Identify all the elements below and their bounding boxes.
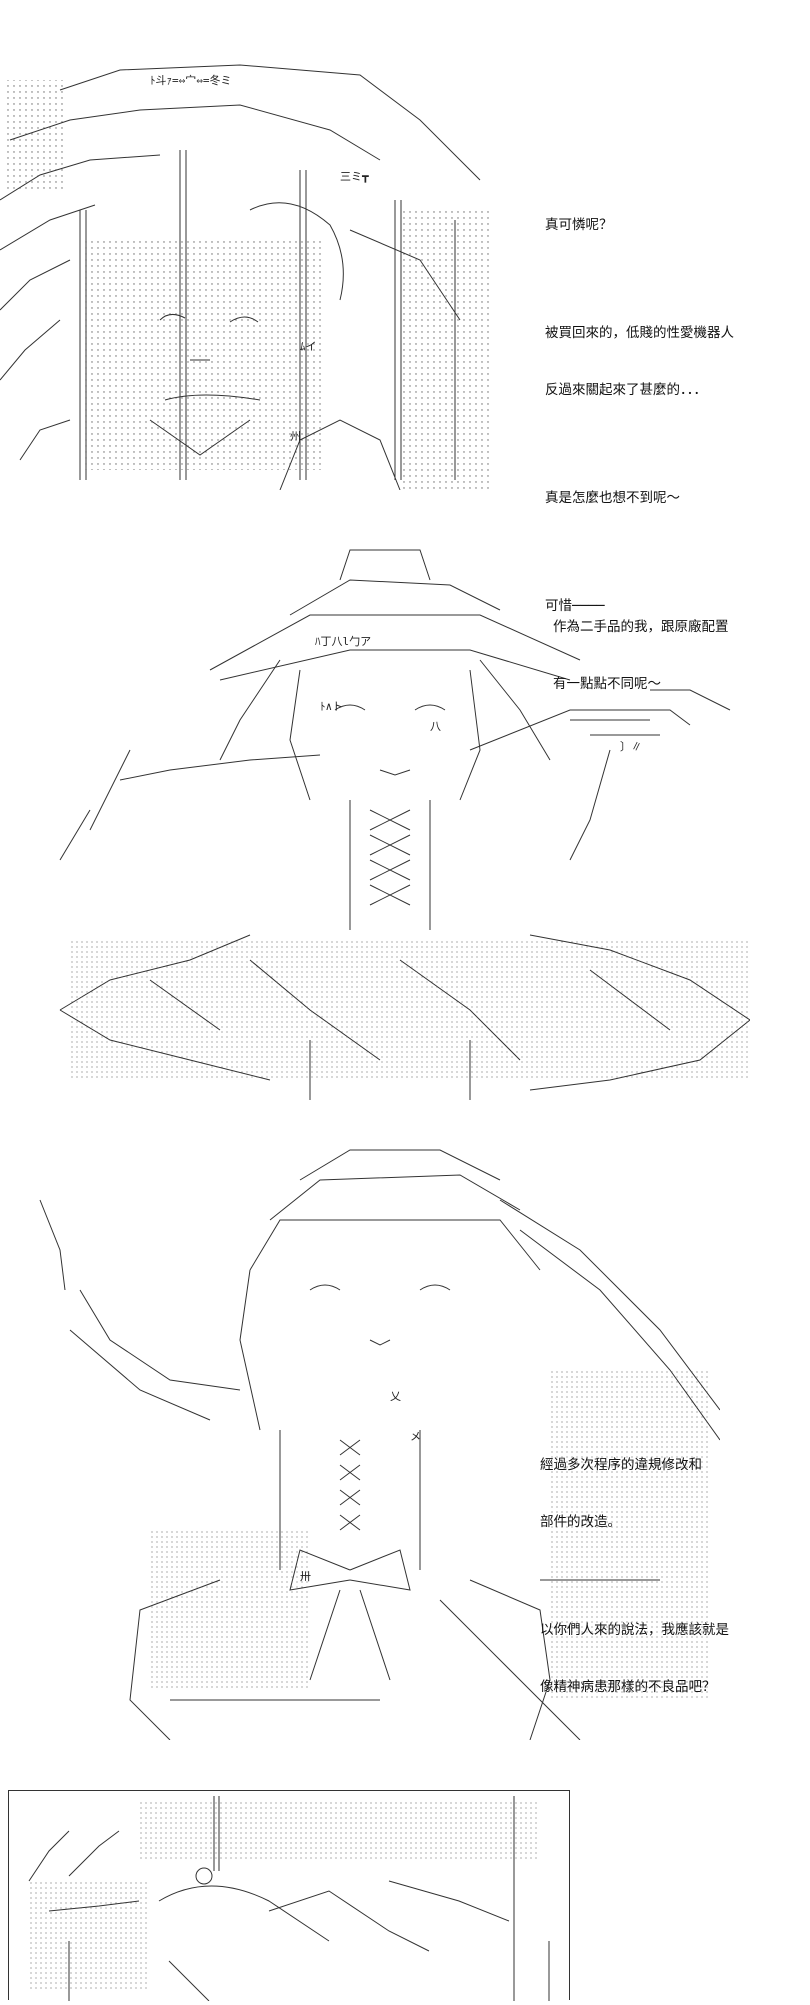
dotted-shading bbox=[29, 1881, 149, 1991]
caption-line: 以你們人來的說法，我應該就是 bbox=[540, 1622, 729, 1638]
caption-line: 部件的改造。 bbox=[540, 1514, 621, 1530]
caption-line: 被買回來的，低賤的性愛機器人 bbox=[545, 325, 734, 341]
framed-scene-lines bbox=[28, 1796, 550, 2002]
skirt-ruffles bbox=[59, 934, 750, 1100]
face bbox=[149, 314, 261, 456]
caption-line: 真是怎麼也想不到呢～ bbox=[545, 490, 680, 506]
panel-2: ﾊ丁八l勹ア ﾄ∧ト 八 〕∥ 作為二手品的我，跟原廠配置 有一點點不同呢～ bbox=[0, 540, 810, 1100]
corset bbox=[349, 800, 431, 930]
caption-line: 可惜──── bbox=[545, 598, 605, 614]
ascii-art-framed-scene bbox=[28, 1796, 550, 2002]
ascii-fragment: 州 bbox=[290, 430, 301, 443]
dotted-shading bbox=[150, 1530, 310, 1690]
caption-panel-3: 經過多次程序的違規修改和 部件的改造。 以你們人來的說法，我應該就是 像精神病患… bbox=[540, 1418, 729, 1735]
ascii-art-bow-girl: 乂 卅 メ bbox=[20, 1140, 720, 1740]
dotted-shading bbox=[5, 80, 490, 490]
skirt-shading bbox=[70, 940, 750, 1080]
panel-3: 乂 卅 メ 經過多次程序的違規修改和 部件的改造。 以你們人來的說法，我應該就是… bbox=[0, 1140, 810, 1740]
hat bbox=[209, 549, 581, 681]
dotted-shading bbox=[139, 1801, 539, 1861]
caption-line: 像精神病患那樣的不良品吧？ bbox=[540, 1679, 716, 1695]
hair bbox=[239, 1149, 720, 1441]
ascii-art-gothic-dress-girl: ﾊ丁八l勹ア ﾄ∧ト 八 〕∥ bbox=[50, 540, 750, 1100]
caption-line: 反過來關起來了甚麼的．．． bbox=[545, 382, 707, 398]
bow bbox=[289, 1549, 411, 1681]
ascii-fragment: ﾑイ bbox=[300, 340, 317, 353]
ascii-fragment: メ bbox=[410, 1430, 421, 1443]
caption-panel-1: 真可憐呢？ 被買回來的，低賤的性愛機器人 反過來關起來了甚麼的．．． 真是怎麼也… bbox=[545, 178, 734, 654]
bodice bbox=[279, 1430, 421, 1570]
face bbox=[334, 704, 446, 776]
ascii-fragment: 八 bbox=[430, 720, 441, 733]
caption-line: 有一點點不同呢～ bbox=[553, 676, 661, 692]
gun-arm bbox=[469, 689, 731, 861]
ascii-fragment: ﾄ斗ｧ=⇔宀⇔=冬ミ bbox=[150, 73, 232, 87]
caption-line: 作為二手品的我，跟原廠配置 bbox=[553, 619, 729, 635]
hair bbox=[219, 659, 551, 801]
ascii-fragment: ﾄ∧ト bbox=[320, 700, 343, 713]
cage-bars bbox=[79, 150, 456, 480]
ascii-fragment: 〕∥ bbox=[620, 740, 642, 753]
ascii-fragment: 三ミ┳ bbox=[340, 170, 369, 183]
panel-1: ﾄ斗ｧ=⇔宀⇔=冬ミ 三ミ┳ ﾑイ 州 真可憐呢？ 被買回來的，低賤的性愛機器人… bbox=[0, 60, 810, 614]
panel-4-frame bbox=[8, 1790, 570, 2002]
ascii-art-caged-girl: ﾄ斗ｧ=⇔宀⇔=冬ミ 三ミ┳ ﾑイ 州 bbox=[0, 60, 500, 490]
left-arm bbox=[59, 749, 321, 861]
ascii-fragment: 乂 bbox=[390, 1390, 401, 1403]
face bbox=[309, 1284, 451, 1346]
ascii-fragment: 卅 bbox=[300, 1570, 311, 1583]
caption-panel-2: 作為二手品的我，跟原廠配置 有一點點不同呢～ bbox=[553, 580, 729, 732]
hair-outline bbox=[0, 64, 481, 490]
caption-line: 經過多次程序的違規修改和 bbox=[540, 1457, 702, 1473]
dotted-shading bbox=[550, 1370, 710, 1700]
caption-line: 真可憐呢？ bbox=[545, 217, 613, 233]
raised-arm bbox=[39, 1199, 241, 1421]
skirt bbox=[129, 1579, 660, 1740]
ascii-fragment: ﾊ丁八l勹ア bbox=[315, 634, 371, 648]
